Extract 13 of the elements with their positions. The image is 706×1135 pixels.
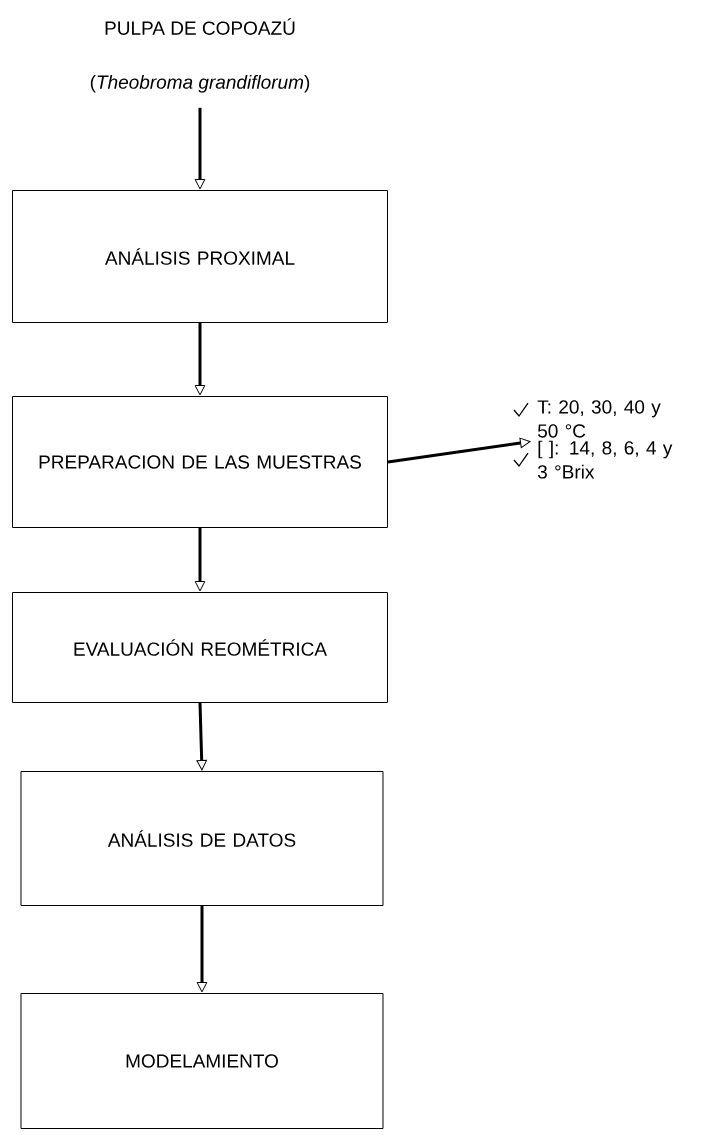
process-box: PREPARACION DE LAS MUESTRAS (12, 396, 388, 528)
arrow (387, 437, 531, 464)
process-box: EVALUACIÓN REOMÉTRICA (12, 592, 388, 703)
arrow (194, 323, 206, 396)
arrow (196, 702, 207, 771)
arrow (196, 906, 208, 993)
process-box: MODELAMIENTO (20, 993, 384, 1129)
input-label: PULPA DE COPOAZÚ (Theobroma grandiflorum) (90, 18, 310, 93)
process-box: ANÁLISIS PROXIMAL (12, 190, 388, 323)
parameter-list: T: 20, 30, 40 y 50 °C [ ]: 14, 8, 6, 4 y 3 °Brix (537, 400, 673, 479)
arrow (194, 528, 206, 592)
process-box: ANÁLISIS DE DATOS (20, 771, 384, 906)
arrow (194, 107, 206, 190)
